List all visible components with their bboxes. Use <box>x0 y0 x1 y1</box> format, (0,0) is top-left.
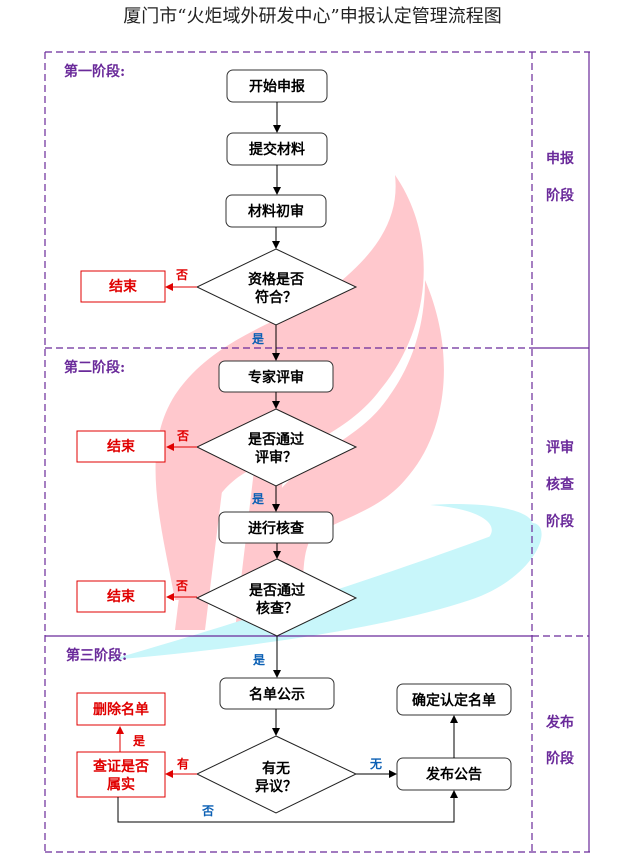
decision-qualify-line2: 符合？ <box>254 289 297 306</box>
node-remove-label: 删除名单 <box>93 701 149 718</box>
node-publicity-label: 名单公示 <box>249 686 305 703</box>
edge-label-pass-review-yes: 是 <box>251 492 265 506</box>
node-confirm: 确定认定名单 <box>396 683 512 716</box>
node-start: 开始申报 <box>226 69 328 103</box>
end-box-2: 结束 <box>76 430 166 463</box>
stage-1-label: 第一阶段: <box>64 63 125 80</box>
watermark-orbit-swoosh <box>110 504 542 660</box>
node-check-true: 查证是否 属实 <box>76 751 166 798</box>
stage-frame <box>44 51 590 853</box>
side-label-stage2-line2: 核查 <box>546 476 575 493</box>
node-announce: 发布公告 <box>396 757 512 791</box>
decision-qualify-line1: 资格是否 <box>248 271 304 288</box>
end-box-3: 结束 <box>76 580 166 613</box>
node-publicity: 名单公示 <box>219 677 335 710</box>
node-check-true-line2: 属实 <box>107 776 135 793</box>
edge-label-qualify-yes: 是 <box>251 332 265 346</box>
side-label-stage1-line2: 阶段 <box>546 187 574 204</box>
decision-objection-line2: 异议？ <box>255 779 297 795</box>
node-expert-review-label: 专家评审 <box>248 369 304 386</box>
end-box-2-label: 结束 <box>107 438 136 455</box>
side-label-stage2-line1: 评审 <box>546 439 574 456</box>
arrow-check-true-no <box>117 790 458 823</box>
decision-pass-review-line1: 是否通过 <box>248 431 304 448</box>
node-expert-review: 专家评审 <box>218 360 334 393</box>
node-initial-review: 材料初审 <box>225 194 327 228</box>
edge-label-qualify-no: 否 <box>175 268 188 282</box>
node-confirm-label: 确定认定名单 <box>412 692 496 709</box>
side-label-stage1-line1: 申报 <box>546 150 574 167</box>
node-start-label: 开始申报 <box>249 78 305 95</box>
side-label-stage2-line3: 阶段 <box>546 513 574 530</box>
end-box-1-label: 结束 <box>109 278 138 295</box>
decision-pass-verify-line1: 是否通过 <box>249 582 305 599</box>
end-box-1: 结束 <box>80 270 166 303</box>
node-check-true-line1: 查证是否 <box>93 758 149 775</box>
side-label-stage3-line2: 阶段 <box>546 750 574 767</box>
node-announce-label: 发布公告 <box>425 766 482 783</box>
decision-objection-line1: 有无 <box>262 760 290 777</box>
edge-label-pass-review-no: 否 <box>176 429 189 443</box>
decision-qualify: 资格是否 符合？ <box>195 248 358 326</box>
node-verify: 进行核查 <box>218 511 334 544</box>
decision-pass-review: 是否通过 评审？ <box>195 408 358 487</box>
edge-label-objection-has: 有 <box>177 756 189 771</box>
node-submit-label: 提交材料 <box>249 141 305 158</box>
node-initial-review-label: 材料初审 <box>248 203 304 220</box>
decision-objection: 有无 异议？ <box>195 735 358 814</box>
side-label-stage3-line1: 发布 <box>545 714 574 731</box>
edge-label-objection-none: 无 <box>369 757 382 771</box>
edge-label-pass-verify-yes: 是 <box>252 653 266 667</box>
stage-2-label: 第二阶段: <box>64 359 125 376</box>
page-title: 厦门市“火炬域外研发中心”申报认定管理流程图 <box>123 6 502 27</box>
stage-3-label: 第三阶段: <box>66 647 127 664</box>
decision-pass-review-line2: 评审？ <box>255 449 297 466</box>
node-verify-label: 进行核查 <box>248 520 305 537</box>
edge-label-check-true-no: 否 <box>201 804 214 818</box>
node-submit: 提交材料 <box>226 132 328 166</box>
end-box-3-label: 结束 <box>107 588 136 605</box>
node-remove: 删除名单 <box>76 692 166 726</box>
edge-label-pass-verify-no: 否 <box>175 579 188 593</box>
decision-pass-verify: 是否通过 核查？ <box>195 558 358 637</box>
decision-pass-verify-line2: 核查？ <box>256 600 298 617</box>
edge-label-check-true-yes: 是 <box>132 734 146 748</box>
